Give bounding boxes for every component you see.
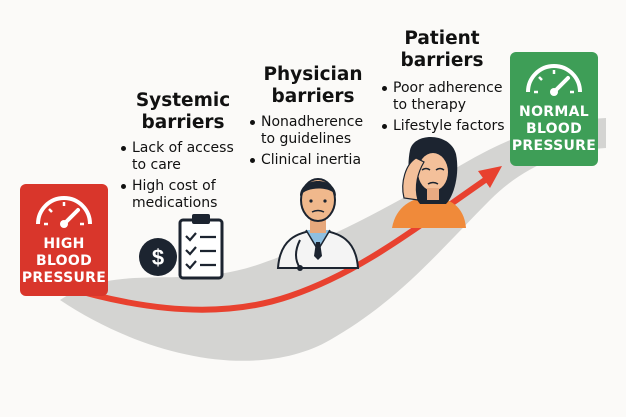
- systemic-item: High cost of medications: [121, 178, 246, 212]
- patient-item: Lifestyle factors: [382, 118, 507, 135]
- doctor-icon: [276, 178, 360, 271]
- goal-label-line-2: BLOOD: [525, 121, 583, 137]
- checklist-clipboard-icon: [178, 214, 224, 280]
- systemic-heading-line-1: Systemic: [135, 90, 231, 111]
- patient-item: Poor adherence to therapy: [382, 80, 507, 114]
- item-text: Clinical inertia: [261, 152, 362, 168]
- systemic-heading-line-2: barriers: [141, 112, 225, 133]
- systemic-heading: Systemic barriers: [128, 90, 238, 134]
- patient-heading: Patient barriers: [392, 28, 492, 72]
- item-text: to guidelines: [261, 131, 352, 147]
- arrow-head: [478, 166, 502, 188]
- item-text: High cost of: [132, 178, 216, 194]
- systemic-item: Lack of access to care: [121, 140, 246, 174]
- dollar-coin-icon: $: [139, 238, 177, 276]
- worried-patient-icon: [392, 136, 466, 228]
- goal-label-line-1: NORMAL: [519, 104, 589, 120]
- patient-heading-line-2: barriers: [400, 50, 484, 71]
- physician-barrier-list: Nonadherence to guidelines Clinical iner…: [250, 114, 380, 173]
- goal-label-line-3: PRESSURE: [511, 138, 597, 154]
- speedometer-icon: [36, 196, 92, 228]
- physician-item: Nonadherence to guidelines: [250, 114, 380, 148]
- svg-text:$: $: [152, 245, 164, 270]
- high-blood-pressure-box: HIGH BLOOD PRESSURE: [20, 184, 108, 296]
- start-label-line-3: PRESSURE: [21, 270, 107, 286]
- patient-barrier-list: Poor adherence to therapy Lifestyle fact…: [382, 80, 507, 139]
- item-text: Lifestyle factors: [393, 118, 505, 134]
- patient-heading-line-1: Patient: [404, 28, 480, 49]
- physician-heading: Physician barriers: [258, 64, 368, 108]
- speedometer-icon: [526, 64, 582, 96]
- normal-blood-pressure-box: NORMAL BLOOD PRESSURE: [510, 52, 598, 166]
- start-label-line-1: HIGH: [43, 236, 85, 252]
- item-text: to care: [132, 157, 181, 173]
- item-text: Poor adherence: [393, 80, 503, 96]
- item-text: to therapy: [393, 97, 466, 113]
- start-label-line-2: BLOOD: [35, 253, 93, 269]
- physician-heading-line-2: barriers: [271, 86, 355, 107]
- physician-heading-line-1: Physician: [263, 64, 363, 85]
- physician-item: Clinical inertia: [250, 152, 380, 169]
- systemic-barrier-list: Lack of access to care High cost of medi…: [121, 140, 246, 216]
- item-text: Lack of access: [132, 140, 234, 156]
- item-text: Nonadherence: [261, 114, 364, 130]
- item-text: medications: [132, 195, 218, 211]
